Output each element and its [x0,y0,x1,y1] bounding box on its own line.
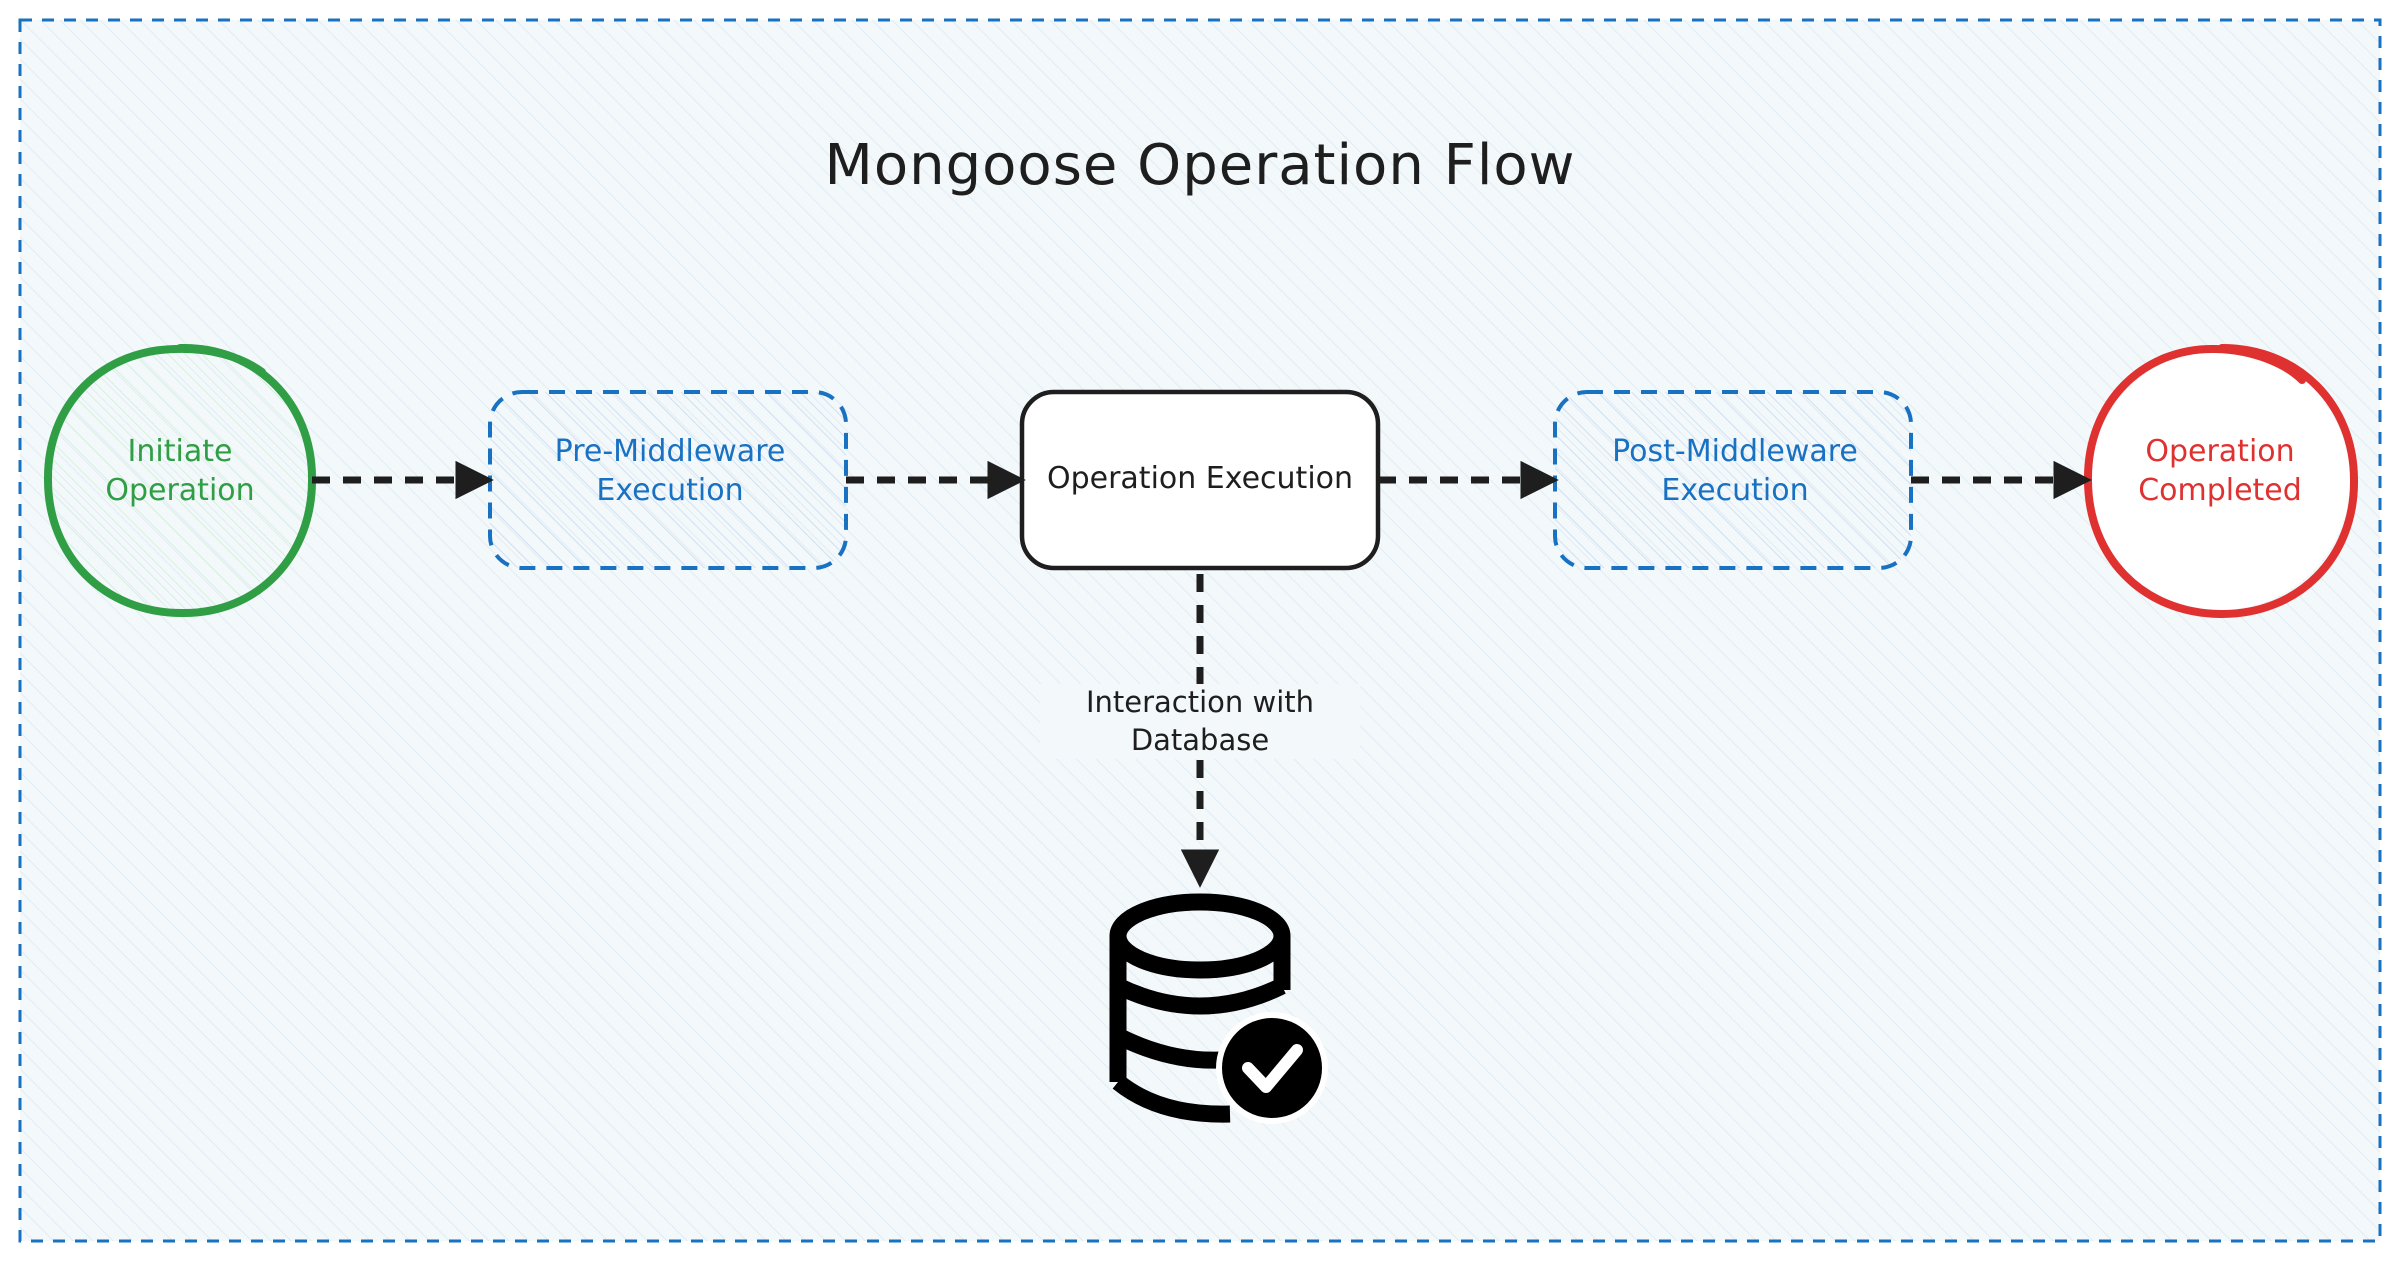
post-middleware-label-line2: Execution [1661,473,1809,508]
initiate-operation-label-line1: Initiate [127,434,233,469]
pre-middleware-label: Pre-Middleware Execution [490,432,850,510]
operation-completed-label: Operation Completed [2080,432,2360,510]
operation-execution-label: Operation Execution [1046,461,1354,496]
edge-interaction-label-line2: Database [1130,722,1270,757]
initiate-operation-label: Initiate Operation [40,432,320,510]
post-middleware-label: Post-Middleware Execution [1555,432,1915,510]
database-check-icon [1109,893,1328,1124]
diagram-title: Mongoose Operation Flow [824,133,1576,198]
initiate-operation-label-line2: Operation [105,473,255,508]
pre-middleware-label-line2: Execution [596,473,744,508]
pre-middleware-label-line1: Pre-Middleware [554,434,786,469]
operation-completed-label-line1: Operation [2145,434,2295,469]
diagram-frame [18,18,2382,1243]
operation-completed-label-line2: Completed [2138,473,2302,508]
node-initiate-operation [43,343,317,618]
node-operation-completed [2083,344,2359,619]
edge-interaction-label-line1: Interaction with [1085,685,1315,719]
post-middleware-label-line1: Post-Middleware [1612,434,1858,469]
edge-interaction-label: Interaction with Database [1040,684,1360,760]
